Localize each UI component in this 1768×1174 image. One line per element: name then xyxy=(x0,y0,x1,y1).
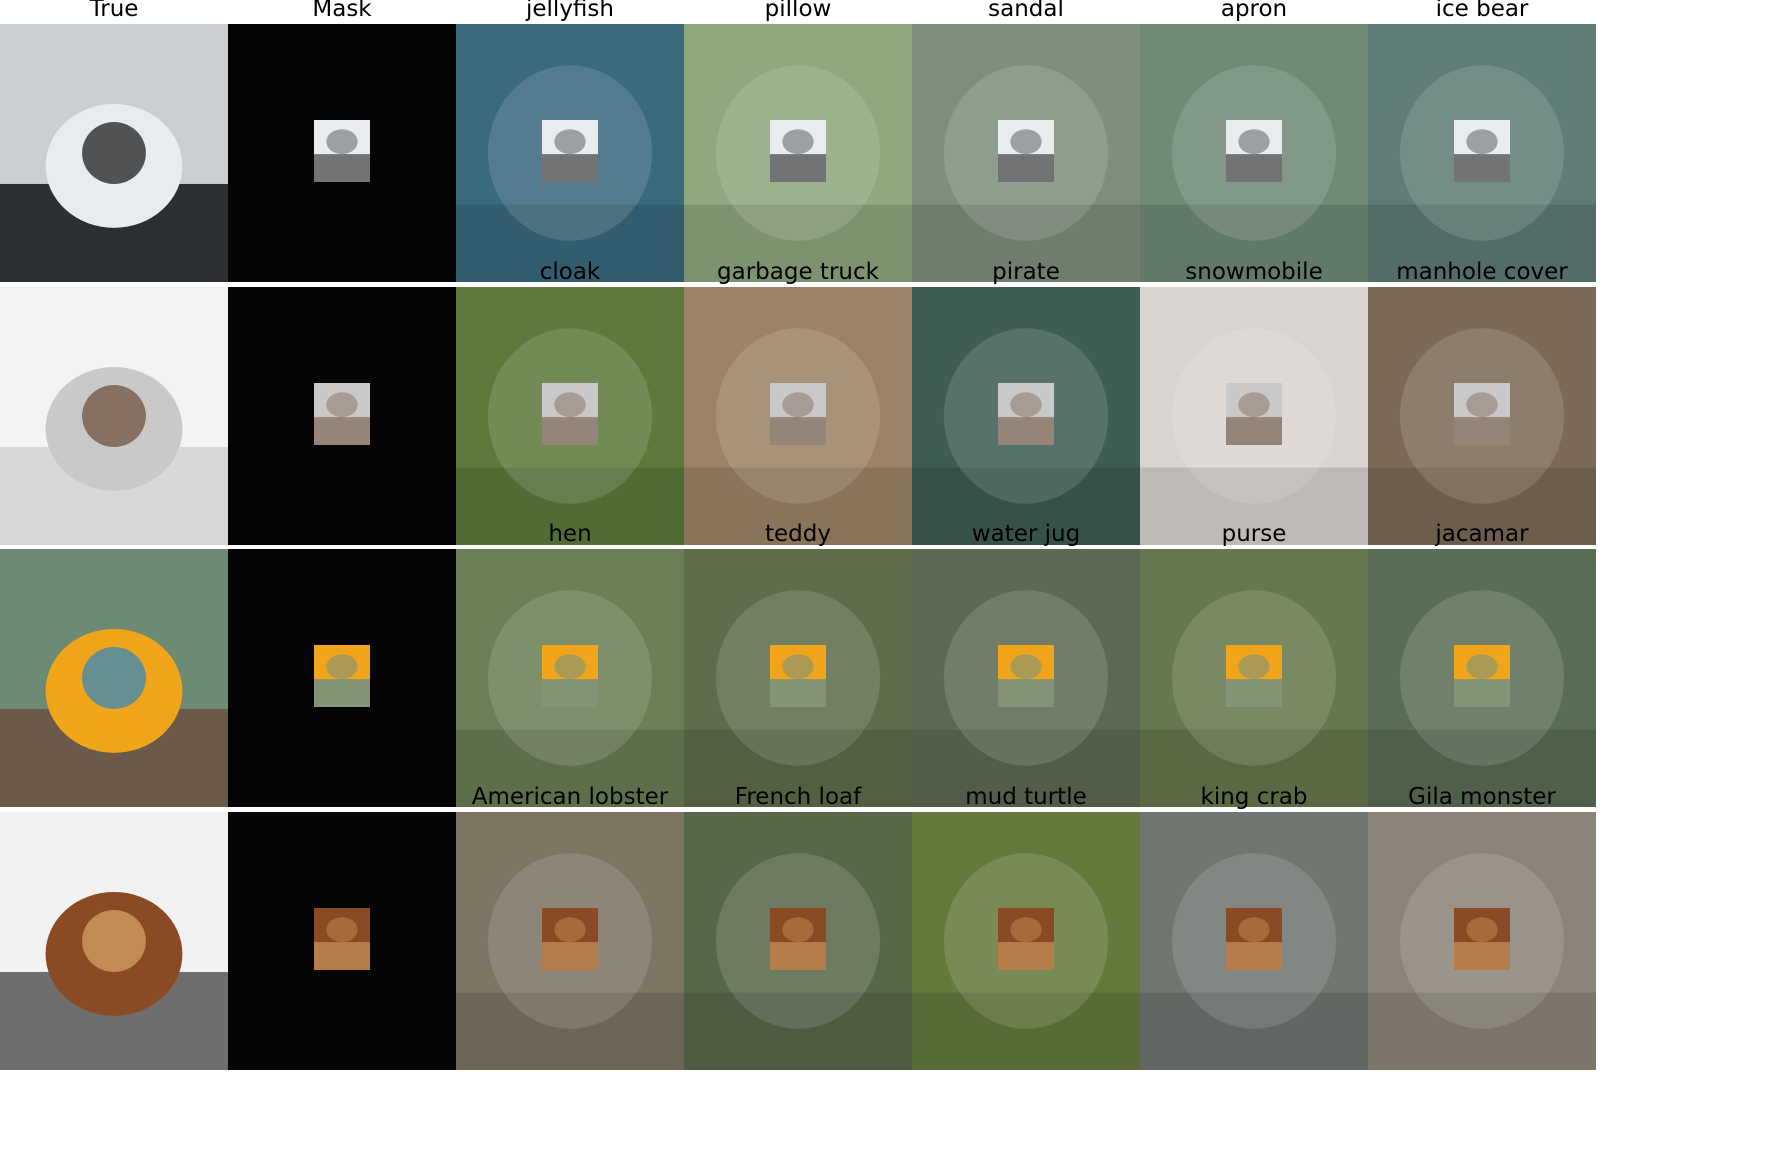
generated-image xyxy=(1140,812,1368,1070)
true-image xyxy=(0,287,228,545)
generated-image-cell: ice bear xyxy=(1368,0,1596,282)
true-image-cell xyxy=(0,287,228,545)
true-image-cell xyxy=(0,812,228,1070)
class-label: apron xyxy=(1220,0,1288,22)
generated-image-cell: king crab xyxy=(1140,784,1368,1070)
true-image-cell xyxy=(0,549,228,807)
generated-image xyxy=(684,287,912,545)
generated-image xyxy=(912,812,1140,1070)
class-label: pirate xyxy=(992,259,1060,285)
generated-image xyxy=(1140,287,1368,545)
class-label: garbage truck xyxy=(717,259,879,285)
class-label: purse xyxy=(1221,521,1287,547)
generated-image xyxy=(1140,24,1368,282)
generated-image xyxy=(456,812,684,1070)
generated-image-cell: apron xyxy=(1140,0,1368,282)
generated-image-cell: teddy xyxy=(684,521,912,807)
mask-image-cell xyxy=(228,812,456,1070)
class-label: American lobster xyxy=(471,784,669,810)
generated-image xyxy=(1368,549,1596,807)
class-label: mud turtle xyxy=(965,784,1087,810)
generated-image xyxy=(1368,24,1596,282)
generated-image xyxy=(684,812,912,1070)
mask-image-cell xyxy=(228,287,456,545)
generated-image-cell: purse xyxy=(1140,521,1368,807)
mask-image xyxy=(228,24,456,282)
mask-image-cell xyxy=(228,549,456,807)
class-label: hen xyxy=(548,521,592,547)
generated-image-cell: jacamar xyxy=(1368,521,1596,807)
generated-image xyxy=(912,549,1140,807)
class-label: jacamar xyxy=(1435,521,1529,547)
generated-image-cell: jellyfish xyxy=(456,0,684,282)
true-image-cell: True xyxy=(0,0,228,282)
class-label: French loaf xyxy=(734,784,862,810)
generated-image-cell: Gila monster xyxy=(1368,784,1596,1070)
generated-image-cell: hen xyxy=(456,521,684,807)
class-label: ice bear xyxy=(1435,0,1529,22)
generated-image xyxy=(912,24,1140,282)
generated-image xyxy=(1368,812,1596,1070)
mask-image-cell: Mask xyxy=(228,0,456,282)
generated-image-cell: garbage truck xyxy=(684,259,912,545)
generated-image xyxy=(1140,549,1368,807)
generated-image xyxy=(456,24,684,282)
generated-image-cell: water jug xyxy=(912,521,1140,807)
class-label: jellyfish xyxy=(526,0,614,22)
class-label: sandal xyxy=(988,0,1064,22)
column-header-true: True xyxy=(89,0,139,22)
generated-image-cell: pillow xyxy=(684,0,912,282)
generated-image-cell: mud turtle xyxy=(912,784,1140,1070)
generated-image xyxy=(456,549,684,807)
generated-image-cell: manhole cover xyxy=(1368,259,1596,545)
generated-image-cell: pirate xyxy=(912,259,1140,545)
generated-image-cell: cloak xyxy=(456,259,684,545)
class-label: Gila monster xyxy=(1408,784,1556,810)
generated-image xyxy=(684,549,912,807)
mask-image xyxy=(228,549,456,807)
generated-image xyxy=(456,287,684,545)
true-image xyxy=(0,812,228,1070)
class-label: manhole cover xyxy=(1396,259,1568,285)
generated-image xyxy=(684,24,912,282)
generated-image-cell: American lobster xyxy=(456,784,684,1070)
class-label: teddy xyxy=(765,521,831,547)
generated-image-cell: sandal xyxy=(912,0,1140,282)
mask-image xyxy=(228,287,456,545)
column-header-mask: Mask xyxy=(312,0,372,22)
mask-image xyxy=(228,812,456,1070)
generated-image-cell: snowmobile xyxy=(1140,259,1368,545)
class-label: snowmobile xyxy=(1185,259,1323,285)
generated-image xyxy=(1368,287,1596,545)
class-label: pillow xyxy=(764,0,832,22)
true-image xyxy=(0,24,228,282)
generated-image-cell: French loaf xyxy=(684,784,912,1070)
true-image xyxy=(0,549,228,807)
generated-image xyxy=(912,287,1140,545)
class-label: king crab xyxy=(1200,784,1308,810)
class-label: water jug xyxy=(971,521,1081,547)
class-label: cloak xyxy=(539,259,601,285)
